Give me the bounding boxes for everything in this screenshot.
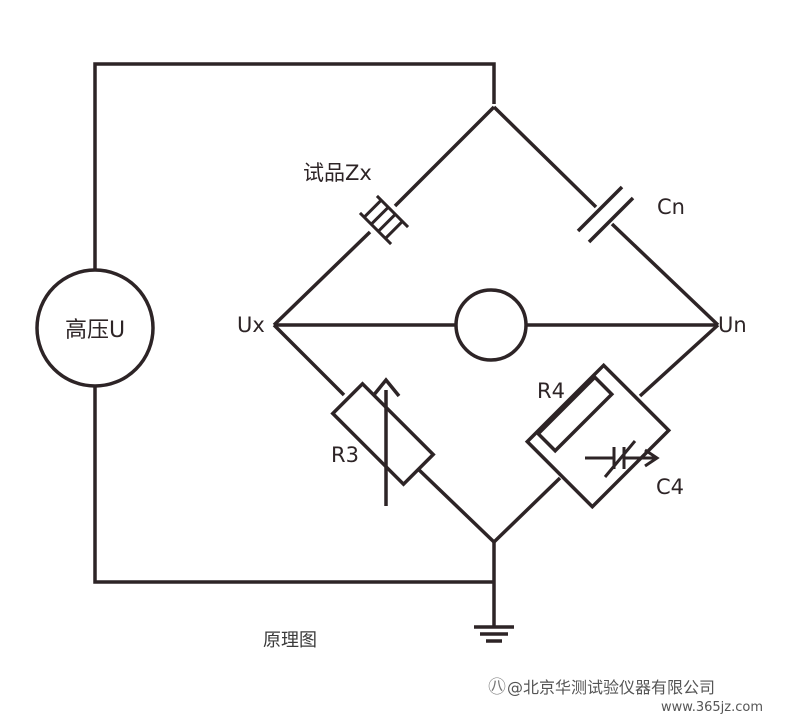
r4-c4-box bbox=[524, 362, 672, 510]
c4-adjust-slash bbox=[603, 440, 637, 478]
node-ux-label: Ux bbox=[237, 313, 265, 337]
r3-adjust-arrow-head bbox=[371, 377, 401, 398]
watermark-company: @北京华测试验仪器有限公司 bbox=[507, 678, 715, 697]
source-circle bbox=[35, 268, 155, 388]
r4-resistor-body bbox=[535, 374, 615, 454]
r4-c4-network bbox=[524, 362, 672, 510]
r4-label: R4 bbox=[537, 379, 565, 403]
arm-r4-wire-upper bbox=[638, 323, 720, 398]
arm-cn-wire-lower bbox=[610, 222, 720, 327]
cn-plate-2 bbox=[587, 196, 635, 244]
high-voltage-source: 高压U bbox=[35, 268, 155, 388]
r3-body bbox=[330, 381, 436, 487]
diagram-caption: 原理图 bbox=[263, 630, 317, 651]
r3-label: R3 bbox=[331, 443, 359, 467]
capacitor-cn bbox=[576, 185, 635, 244]
arm-zx-wire-upper bbox=[393, 105, 496, 208]
arm-r3-wire-upper bbox=[272, 323, 346, 397]
sample-label: 试品Zx bbox=[303, 161, 372, 185]
arm-cn-wire-upper bbox=[492, 105, 598, 209]
supply-wire-top bbox=[93, 62, 496, 270]
sample-zx-element bbox=[358, 194, 410, 246]
bridge-diamond bbox=[272, 105, 720, 626]
ground-icon bbox=[474, 625, 514, 643]
source-label: 高压U bbox=[65, 318, 125, 343]
watermark-site: www.365jz.com bbox=[661, 700, 763, 715]
detector-circle bbox=[454, 288, 528, 362]
arm-r3-wire-lower bbox=[414, 465, 496, 544]
cn-label: Cn bbox=[657, 195, 685, 219]
supply-wire-bottom bbox=[93, 386, 494, 584]
node-un-label: Un bbox=[718, 313, 747, 337]
supply-loop bbox=[93, 62, 496, 584]
arm-r4-wire-lower bbox=[492, 476, 562, 544]
resistor-r3 bbox=[330, 377, 436, 506]
c4-arrow-head bbox=[644, 448, 660, 468]
watermark-logo-icon: ㊇ bbox=[488, 677, 506, 698]
cn-plate-1 bbox=[576, 185, 624, 233]
c4-label: C4 bbox=[656, 475, 684, 499]
arm-zx-wire-lower bbox=[272, 230, 372, 327]
watermark: ㊇ @北京华测试验仪器有限公司 www.365jz.com bbox=[488, 677, 763, 715]
